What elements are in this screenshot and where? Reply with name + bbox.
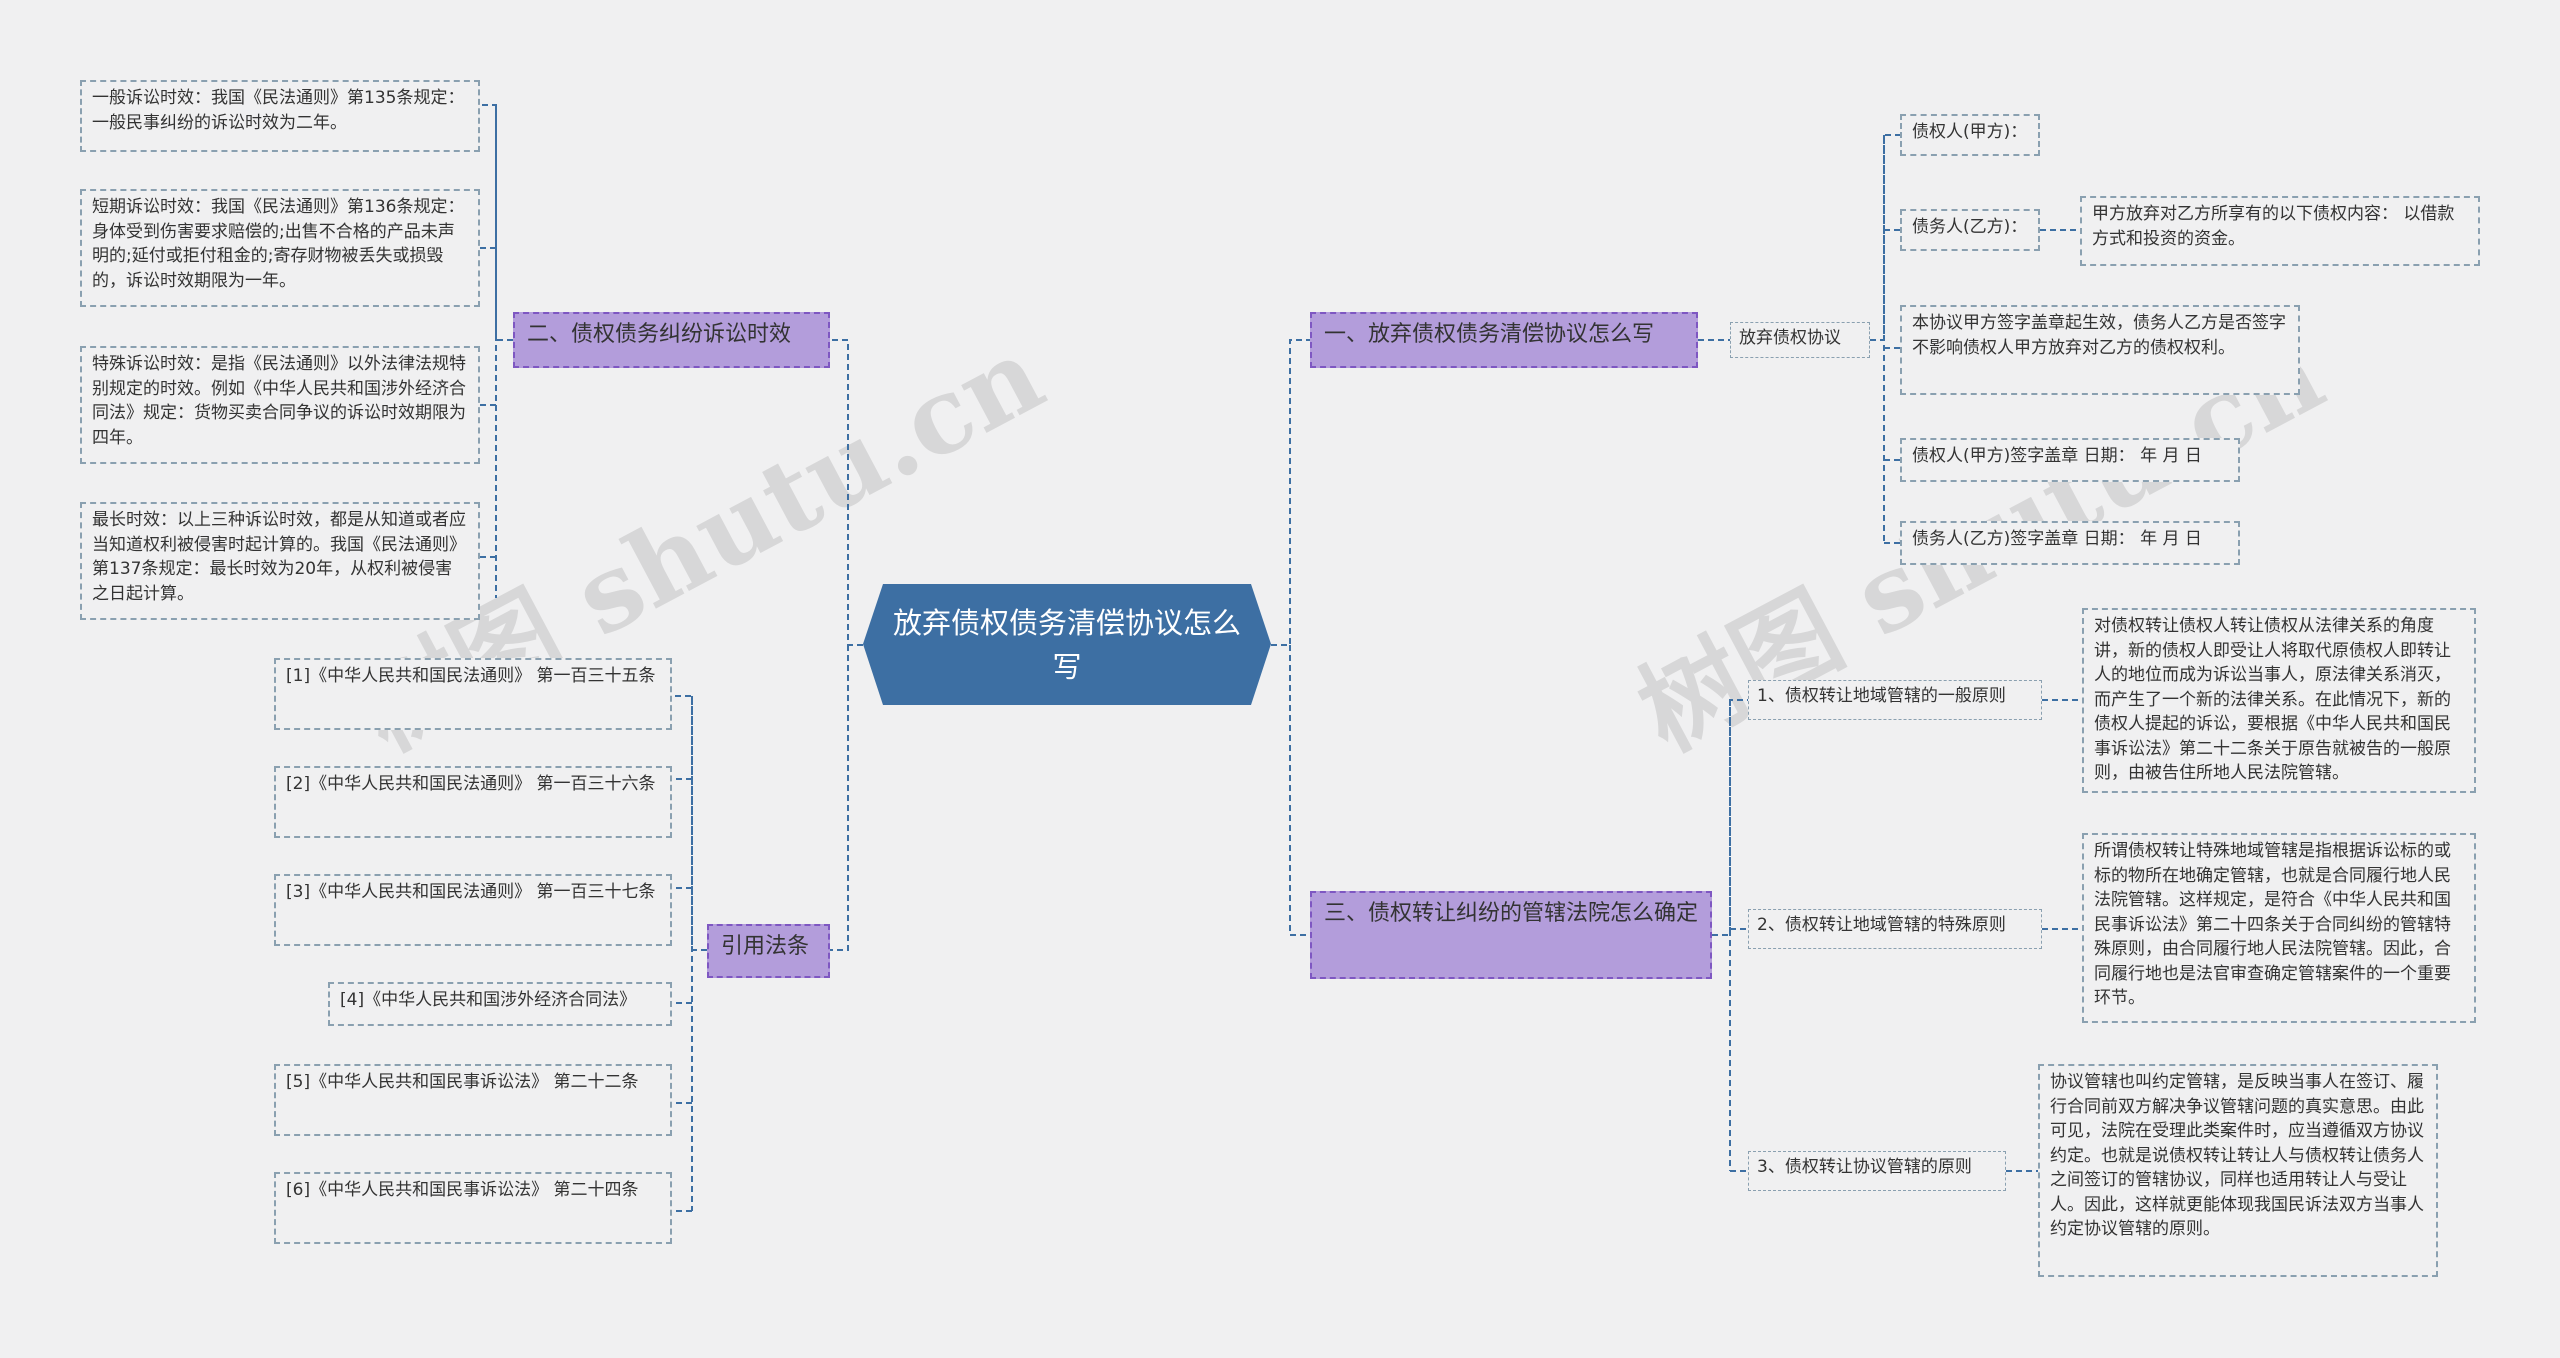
debtor-detail[interactable]: 甲方放弃对乙方所享有的以下债权内容： 以借款方式和投资的资金。 <box>2080 196 2480 266</box>
citation-item[interactable]: [6]《中华人民共和国民事诉讼法》 第二十四条 <box>274 1172 672 1244</box>
branch-limitation[interactable]: 二、债权债务纠纷诉讼时效 <box>513 312 830 368</box>
limitation-general[interactable]: 一般诉讼时效：我国《民法通则》第135条规定：一般民事纠纷的诉讼时效为二年。 <box>80 80 480 152</box>
jurisdiction-agreement-detail[interactable]: 协议管辖也叫约定管辖，是反映当事人在签订、履行合同前双方解决争议管辖问题的真实意… <box>2038 1064 2438 1277</box>
limitation-longest[interactable]: 最长时效：以上三种诉讼时效，都是从知道或者应当知道权利被侵害时起计算的。我国《民… <box>80 502 480 620</box>
citation-item[interactable]: [4]《中华人民共和国涉外经济合同法》 <box>328 982 672 1026</box>
root-topic[interactable]: 放弃债权债务清偿协议怎么写 <box>863 584 1271 705</box>
debtor-party[interactable]: 债务人(乙方)： <box>1900 209 2040 251</box>
jurisdiction-special[interactable]: 2、债权转让地域管辖的特殊原则 <box>1748 909 2042 949</box>
effective-clause[interactable]: 本协议甲方签字盖章起生效，债务人乙方是否签字不影响债权人甲方放弃对乙方的债权权利… <box>1900 305 2300 395</box>
citation-item[interactable]: [3]《中华人民共和国民法通则》 第一百三十七条 <box>274 874 672 946</box>
branch-jurisdiction[interactable]: 三、债权转让纠纷的管辖法院怎么确定 <box>1310 891 1712 979</box>
limitation-short[interactable]: 短期诉讼时效：我国《民法通则》第136条规定：身体受到伤害要求赔偿的;出售不合格… <box>80 189 480 307</box>
creditor-signature[interactable]: 债权人(甲方)签字盖章 日期： 年 月 日 <box>1900 438 2240 482</box>
citation-item[interactable]: [2]《中华人民共和国民法通则》 第一百三十六条 <box>274 766 672 838</box>
jurisdiction-general-detail[interactable]: 对债权转让债权人转让债权从法律关系的角度讲，新的债权人即受让人将取代原债权人即转… <box>2082 608 2476 793</box>
debtor-signature[interactable]: 债务人(乙方)签字盖章 日期： 年 月 日 <box>1900 521 2240 565</box>
branch-citations[interactable]: 引用法条 <box>707 924 830 978</box>
root-title: 放弃债权债务清偿协议怎么写 <box>892 605 1241 684</box>
citation-item[interactable]: [5]《中华人民共和国民事诉讼法》 第二十二条 <box>274 1064 672 1136</box>
citation-item[interactable]: [1]《中华人民共和国民法通则》 第一百三十五条 <box>274 658 672 730</box>
jurisdiction-agreement[interactable]: 3、债权转让协议管辖的原则 <box>1748 1151 2006 1191</box>
branch-how-to-write[interactable]: 一、放弃债权债务清偿协议怎么写 <box>1310 312 1698 368</box>
jurisdiction-general[interactable]: 1、债权转让地域管辖的一般原则 <box>1748 680 2042 720</box>
waiver-agreement-node[interactable]: 放弃债权协议 <box>1730 322 1870 358</box>
root-shape <box>863 584 1271 705</box>
creditor-party[interactable]: 债权人(甲方)： <box>1900 114 2040 156</box>
limitation-special[interactable]: 特殊诉讼时效：是指《民法通则》以外法律法规特别规定的时效。例如《中华人民共和国涉… <box>80 346 480 464</box>
jurisdiction-special-detail[interactable]: 所谓债权转让特殊地域管辖是指根据诉讼标的或标的物所在地确定管辖，也就是合同履行地… <box>2082 833 2476 1023</box>
